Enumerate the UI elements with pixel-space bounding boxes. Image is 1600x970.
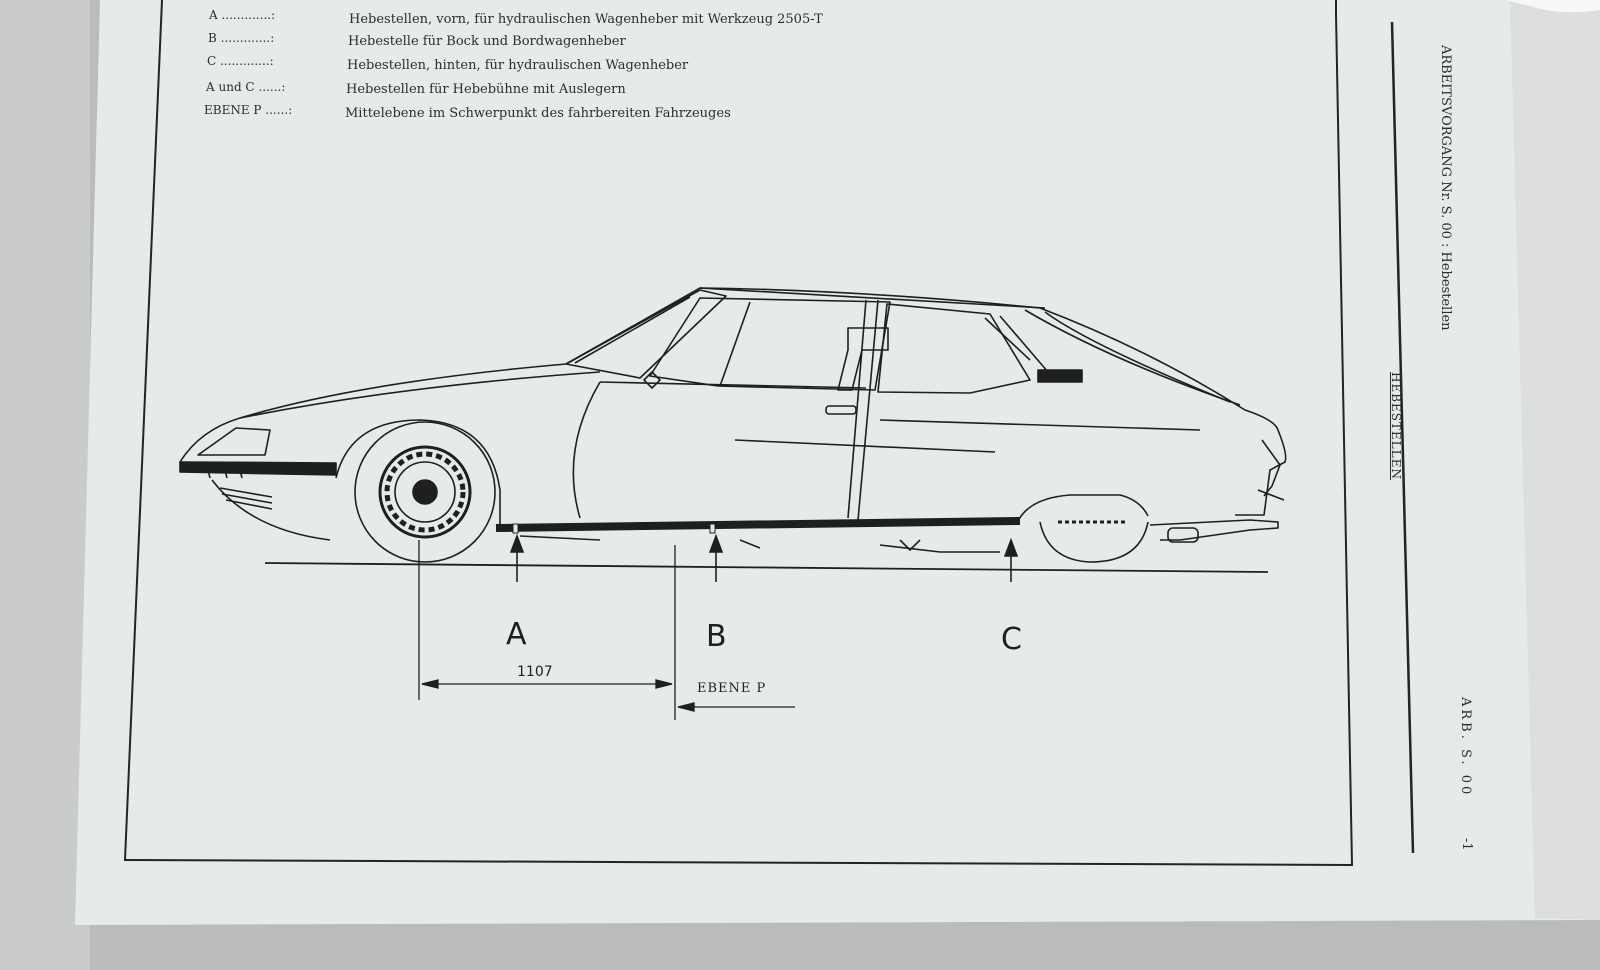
legend-text-ebene-p: Mittelebene im Schwerpunkt des fahrberei… <box>345 106 731 121</box>
legend-text-a: Hebestellen, vorn, für hydraulischen Wag… <box>349 12 823 27</box>
drawing-frame <box>123 0 1354 867</box>
page-ref: ARB. S. 00 <box>1458 697 1473 798</box>
ground-line <box>264 562 1269 573</box>
jack-point-b-marker <box>709 523 716 534</box>
legend-text-c: Hebestellen, hinten, für hydraulischen W… <box>347 58 689 73</box>
legend-key-a-und-c: A und C ......: <box>206 80 286 94</box>
jack-point-a-marker <box>512 523 519 534</box>
point-label-b: B <box>706 619 727 654</box>
paper-sheet <box>75 0 1600 925</box>
dimension-value: 1107 <box>517 664 553 680</box>
legend-key-b: B .............: <box>208 31 275 45</box>
section-title: HEBESTELLEN <box>1389 372 1403 480</box>
legend-text-b: Hebestelle für Bock und Bordwagenheber <box>348 34 626 49</box>
point-label-c: C <box>1001 622 1022 657</box>
point-label-a: A <box>506 617 527 652</box>
side-header: ARBEITSVORGANG Nr. S. 00 : Hebestellen <box>1438 45 1453 331</box>
side-rule <box>1390 21 1415 854</box>
legend-text-a-und-c: Hebestellen für Hebebühne mit Auslegern <box>346 82 626 97</box>
legend-key-a: A .............: <box>209 8 276 22</box>
plane-label: EBENE P <box>697 681 767 696</box>
legend-key-ebene-p: EBENE P ......: <box>204 103 293 117</box>
car-illustration <box>179 287 1287 563</box>
dimension-1107 <box>418 540 795 720</box>
legend-key-c: C .............: <box>207 54 274 68</box>
page-number: -1 <box>1459 838 1474 851</box>
